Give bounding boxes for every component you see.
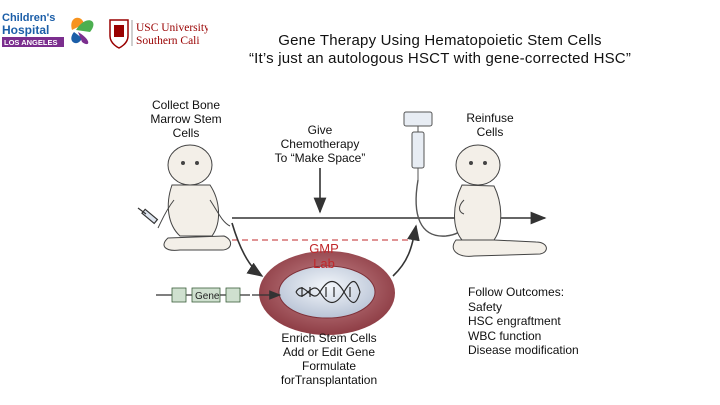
- reinfuse-line2: Cells: [476, 125, 504, 139]
- lab-to-reinfuse-arrow: [392, 224, 420, 277]
- gmp-lab-label: GMP Lab: [296, 241, 352, 271]
- enrich-line4: forTransplantation: [280, 373, 378, 387]
- collect-to-lab-arrow: [231, 222, 264, 277]
- usc-logo-line2: Southern Cali: [136, 35, 200, 47]
- chla-logo-line2: Hospital: [2, 23, 49, 37]
- collect-step-label: Collect Bone Marrow Stem Cells: [140, 98, 232, 140]
- needle-icon: [137, 207, 159, 225]
- collect-line2: Marrow Stem: [150, 112, 222, 126]
- baby-collect-illustration: [157, 144, 231, 251]
- outcome-item: Disease modification: [468, 343, 579, 357]
- butterfly-icon: [71, 17, 94, 45]
- gene-box: [191, 287, 221, 303]
- gene-label: Gene: [195, 291, 220, 302]
- slide-title-line2: “It’s just an autologous HSCT with gene-…: [248, 50, 632, 67]
- slide-title-line1: Gene Therapy Using Hematopoietic Stem Ce…: [278, 32, 602, 49]
- chla-logo: Children's Hospital LOS ANGELES: [2, 10, 102, 50]
- chemo-line3: To “Make Space”: [274, 151, 366, 165]
- gmp-line1: GMP: [309, 241, 339, 256]
- gmp-line2: Lab: [313, 256, 335, 271]
- enrich-step-label: Enrich Stem Cells Add or Edit Gene Formu…: [264, 331, 394, 387]
- collect-line3: Cells: [172, 126, 200, 140]
- outcomes-list: Follow Outcomes: Safety HSC engraftment …: [468, 285, 628, 358]
- usc-logo: USC University Southern Cali: [108, 16, 208, 52]
- usc-logo-line1: USC University: [136, 22, 208, 34]
- enrich-line2: Add or Edit Gene: [282, 345, 376, 359]
- enrich-line1: Enrich Stem Cells: [281, 331, 377, 345]
- reinfuse-line1: Reinfuse: [466, 111, 514, 125]
- baby-reinfuse-illustration: [452, 144, 547, 257]
- collect-line1: Collect Bone: [151, 98, 221, 112]
- reinfuse-step-label: Reinfuse Cells: [450, 111, 530, 139]
- slide-title: Gene Therapy Using Hematopoietic Stem Ce…: [200, 32, 680, 68]
- usc-shield-icon: [109, 19, 129, 49]
- gmp-lab-cell: [259, 251, 395, 335]
- enrich-line3: Formulate: [301, 359, 357, 373]
- chemo-line2: Chemotherapy: [280, 137, 360, 151]
- outcome-item: Safety: [468, 299, 503, 314]
- outcome-item: HSC engraftment: [468, 314, 561, 328]
- chla-logo-line1: Children's: [2, 12, 55, 24]
- outcome-item: WBC function: [468, 328, 542, 343]
- dna-helix-icon: [295, 280, 361, 304]
- gene-strand: Gene: [156, 287, 250, 303]
- chemo-line1: Give: [307, 123, 333, 137]
- iv-bag-icon: [403, 111, 467, 237]
- chla-logo-line3: LOS ANGELES: [4, 38, 57, 47]
- outcomes-heading: Follow Outcomes:: [468, 285, 565, 299]
- chemo-step-label: Give Chemotherapy To “Make Space”: [262, 123, 378, 165]
